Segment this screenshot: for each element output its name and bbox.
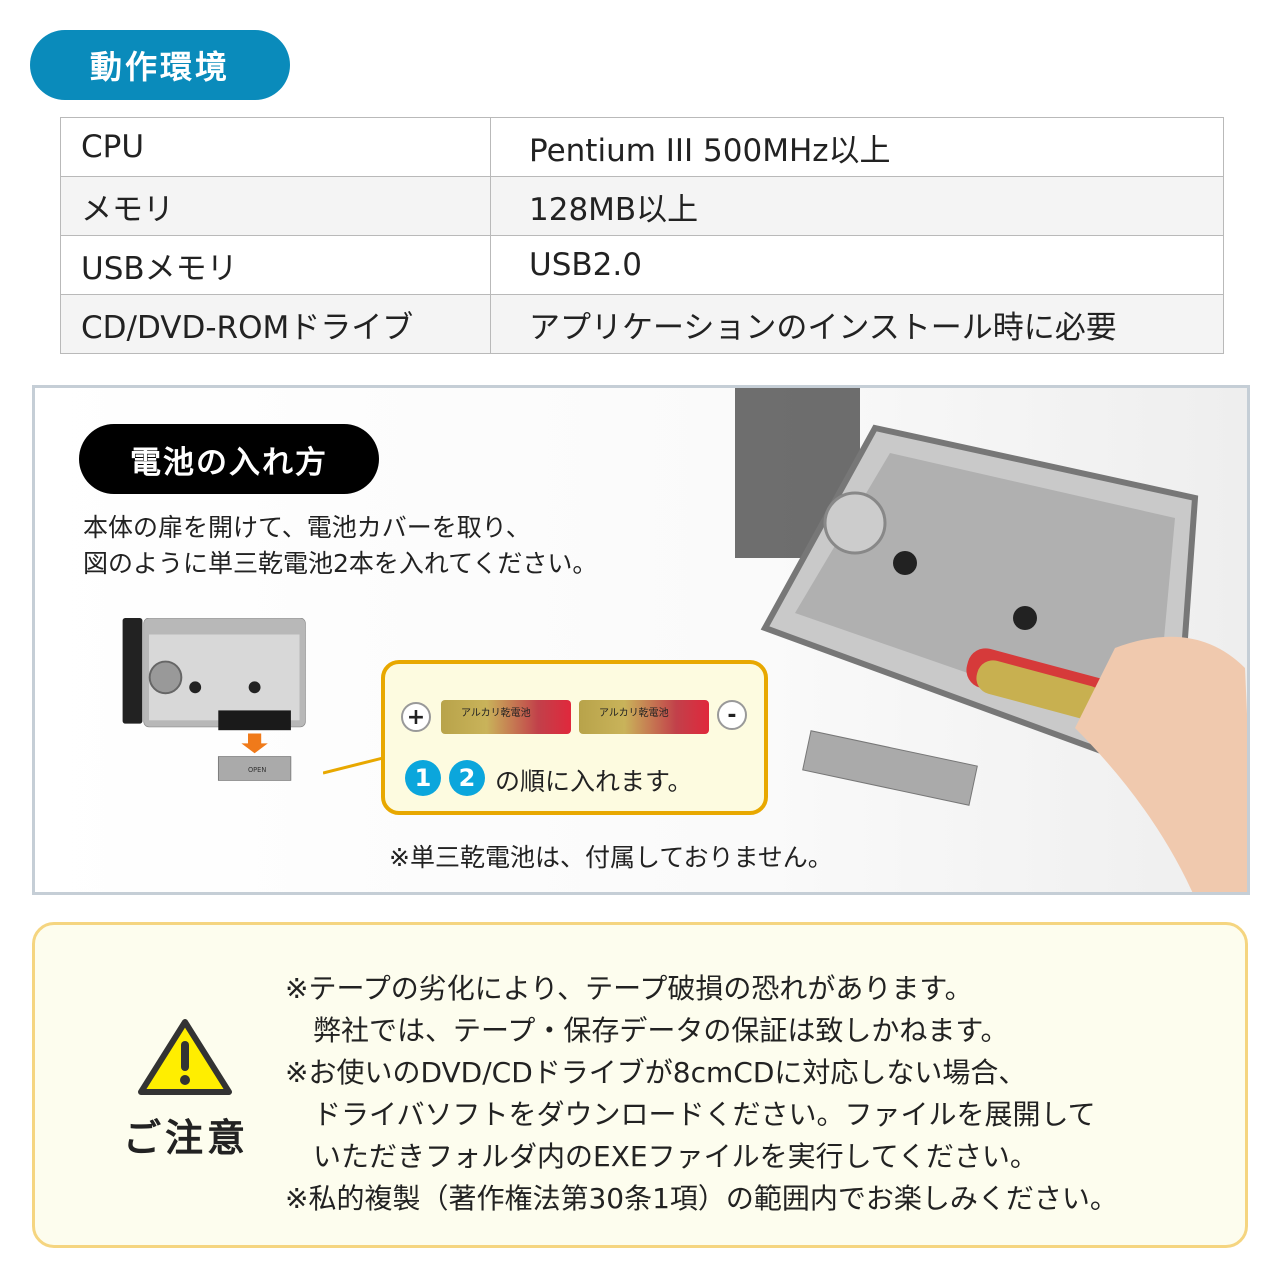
order-number-1: 1 bbox=[405, 760, 441, 796]
spec-label: USBメモリ bbox=[60, 235, 491, 295]
cassette-player-photo bbox=[735, 388, 1247, 892]
table-row: CD/DVD-ROMドライブアプリケーションのインストール時に必要 bbox=[60, 294, 1224, 354]
caution-line: ※テープの劣化により、テープ破損の恐れがあります。 bbox=[285, 972, 973, 1005]
spec-value: USB2.0 bbox=[490, 235, 1224, 295]
caution-title: ご注意 bbox=[123, 1116, 250, 1160]
battery-title: 電池の入れ方 bbox=[79, 424, 379, 494]
caution-line: ※お使いのDVD/CDドライブが8cmCDに対応しない場合、 bbox=[285, 1056, 1027, 1089]
order-number-2: 2 bbox=[449, 760, 485, 796]
spec-value: アプリケーションのインストール時に必要 bbox=[490, 294, 1224, 354]
caution-line: 弊社では、テープ・保存データの保証は致しかねます。 bbox=[285, 1014, 1009, 1047]
cassette-player-image: OPEN bbox=[122, 618, 306, 781]
spec-label: CD/DVD-ROMドライブ bbox=[60, 294, 491, 354]
instruction-line: 本体の扉を開けて、電池カバーを取り、 bbox=[83, 513, 531, 542]
spec-value: 128MB以上 bbox=[490, 176, 1224, 236]
cover-label: OPEN bbox=[248, 766, 266, 774]
battery-1: アルカリ乾電池 bbox=[441, 700, 571, 734]
minus-terminal-icon: - bbox=[717, 700, 747, 730]
caution-line: ※私的複製（著作権法第30条1項）の範囲内でお楽しみください。 bbox=[285, 1182, 1118, 1215]
callout-pointer bbox=[323, 756, 384, 775]
plus-terminal-icon: + bbox=[401, 702, 431, 732]
battery-panel: 電池の入れ方 本体の扉を開けて、電池カバーを取り、 図のように単三乾電池2本を入… bbox=[32, 385, 1250, 895]
spec-label: メモリ bbox=[60, 176, 491, 236]
caution-box: ご注意 ※テープの劣化により、テープ破損の恐れがあります。 弊社では、テープ・保… bbox=[32, 922, 1248, 1248]
caution-line: いただきフォルダ内のEXEファイルを実行してください。 bbox=[285, 1140, 1038, 1173]
battery-note: ※単三乾電池は、付属しておりません。 bbox=[389, 843, 833, 872]
environment-title: 動作環境 bbox=[30, 30, 290, 100]
caution-line: ドライバソフトをダウンロードください。ファイルを展開して bbox=[285, 1098, 1096, 1131]
spec-value: Pentium III 500MHz以上 bbox=[490, 117, 1224, 177]
spec-label: CPU bbox=[60, 117, 491, 177]
battery-2: アルカリ乾電池 bbox=[579, 700, 709, 734]
order-text: の順に入れます。 bbox=[495, 767, 693, 796]
warning-icon bbox=[138, 1019, 232, 1095]
battery-order-callout: + アルカリ乾電池 アルカリ乾電池 - 1 2 の順に入れます。 bbox=[381, 660, 768, 815]
instruction-line: 図のように単三乾電池2本を入れてください。 bbox=[83, 549, 598, 578]
